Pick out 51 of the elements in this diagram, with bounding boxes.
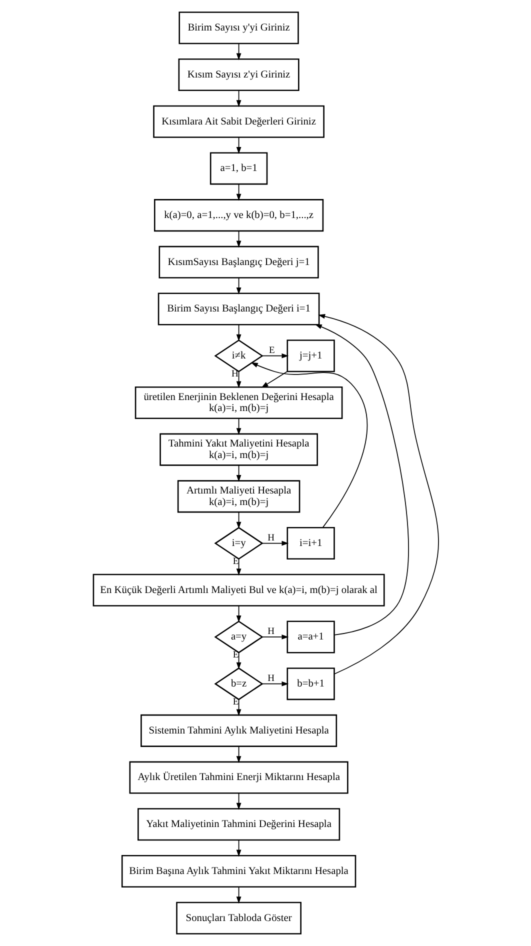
arrow <box>236 840 241 857</box>
node-box: Kısım Sayısı z'yi Giriniz <box>178 58 299 92</box>
arrow <box>236 43 241 60</box>
arrow <box>236 558 241 576</box>
arrow <box>236 699 241 716</box>
arrow <box>236 792 241 810</box>
arrow <box>236 230 241 248</box>
edge-label: H <box>267 673 274 684</box>
node-box: Sonuçları Tabloda Göster <box>176 902 301 934</box>
node-box: i=i+1 <box>286 527 334 560</box>
node-box: üretilen Enerjinin Beklenen Değerini Hesapla k(a)=i, m(b)=j <box>134 386 342 419</box>
arrow <box>262 353 288 358</box>
node-box: En Küçük Değerli Artımlı Maliyeti Bul ve k(a)=i, m(b)=j olarak al <box>92 574 384 606</box>
arrow <box>236 746 241 764</box>
edge-label: E <box>268 345 274 356</box>
arrow <box>236 886 241 904</box>
node-box: k(a)=0, a=1,...,y ve k(b)=0, b=1,...,z <box>153 199 324 232</box>
node-box: Aylık Üretilen Tahmini Enerji Miktarını Hesapla <box>128 761 348 794</box>
arrow <box>236 418 241 436</box>
edge-label: H <box>267 532 274 544</box>
arrow <box>236 605 241 622</box>
node-box: KısımSayısı Başlangıç Değeri j=1 <box>158 246 318 278</box>
node-box: Kısımlara Ait Sabit Değerleri Giriniz <box>152 105 324 138</box>
arrow <box>236 184 241 201</box>
arrow <box>236 512 241 529</box>
node-box: Tahmini Yakıt Maliyetini Hesapla k(a)=i, m(b)=j <box>159 433 318 466</box>
node-box: a=1, b=1 <box>209 152 268 185</box>
node-box: Yakıt Maliyetinin Tahmini Değerini Hesapla <box>137 808 340 841</box>
arrow <box>236 277 241 294</box>
arrow <box>262 681 288 686</box>
node-box: Birim Sayısı y'yi Giriniz <box>178 12 298 44</box>
arrow <box>236 464 241 482</box>
arrow <box>236 90 241 108</box>
arrow <box>236 652 241 670</box>
arrow <box>236 136 241 154</box>
node-box: Birim Başına Aylık Tahmini Yakıt Miktarını Hesapla <box>120 854 356 888</box>
node-box: Birim Sayısı Başlangıç Değeri i=1 <box>157 292 320 326</box>
arrow <box>262 540 288 546</box>
arrow <box>314 324 408 636</box>
node-box: Sistemin Tahmini Aylık Maliyetini Hesapla <box>140 714 337 747</box>
arrow <box>262 634 288 640</box>
node-box: j=j+1 <box>286 340 334 372</box>
edge-label: H <box>267 626 274 638</box>
arrow <box>250 362 368 528</box>
arrow <box>236 371 241 388</box>
node-box: Artımlı Maliyeti Hesapla k(a)=i, m(b)=j <box>176 480 300 513</box>
node-box: a=a+1 <box>286 620 334 654</box>
node-box: b=b+1 <box>286 668 334 700</box>
arrow <box>260 371 288 388</box>
arrow <box>318 314 438 674</box>
arrow <box>236 324 241 342</box>
